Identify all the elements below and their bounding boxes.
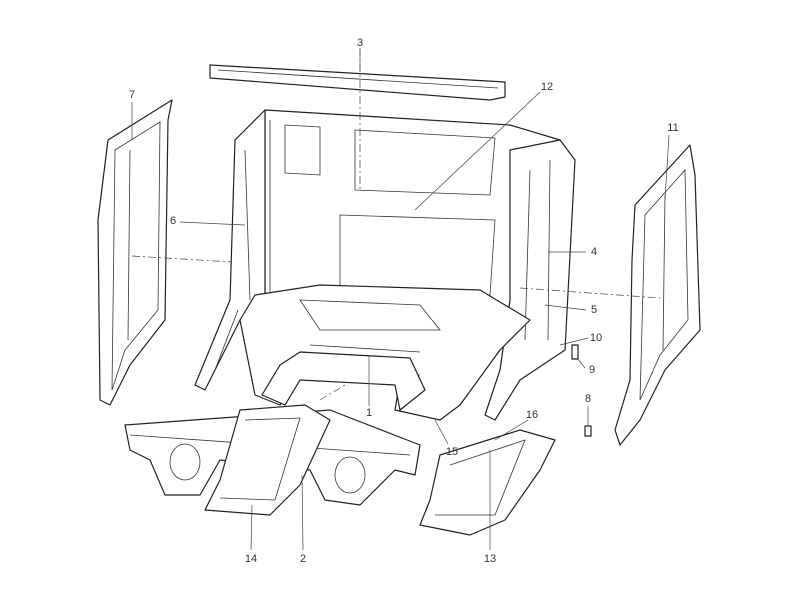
alignment-line (319, 384, 346, 401)
callout-16: 16 (525, 409, 539, 421)
callout-4: 4 (590, 246, 598, 258)
callout-5: 5 (590, 304, 598, 316)
right-side-panel-part (614, 144, 701, 446)
callout-2: 2 (299, 553, 307, 565)
left-floor-support-part (204, 404, 331, 516)
callout-7: 7 (128, 89, 136, 101)
floor-part (239, 284, 531, 421)
callout-15: 15 (445, 446, 459, 458)
bracket-8-part (584, 425, 592, 437)
callout-12: 12 (540, 81, 554, 93)
roof-rail-part (209, 64, 506, 101)
bracket-9-part (571, 344, 579, 360)
callout-3: 3 (356, 37, 364, 49)
alignment-line (131, 255, 233, 263)
callout-8: 8 (584, 393, 592, 405)
right-floor-support-part (419, 429, 556, 536)
left-pillar-part (194, 109, 266, 391)
alignment-line (519, 287, 661, 299)
callout-6: 6 (169, 215, 177, 227)
callout-11: 11 (667, 122, 679, 134)
callout-1: 1 (365, 407, 373, 419)
callout-9: 9 (588, 364, 596, 376)
leader-lines (131, 50, 670, 551)
callout-13: 13 (483, 553, 497, 565)
callout-14: 14 (244, 553, 258, 565)
left-side-panel-part (97, 99, 173, 406)
callout-10: 10 (589, 332, 603, 344)
